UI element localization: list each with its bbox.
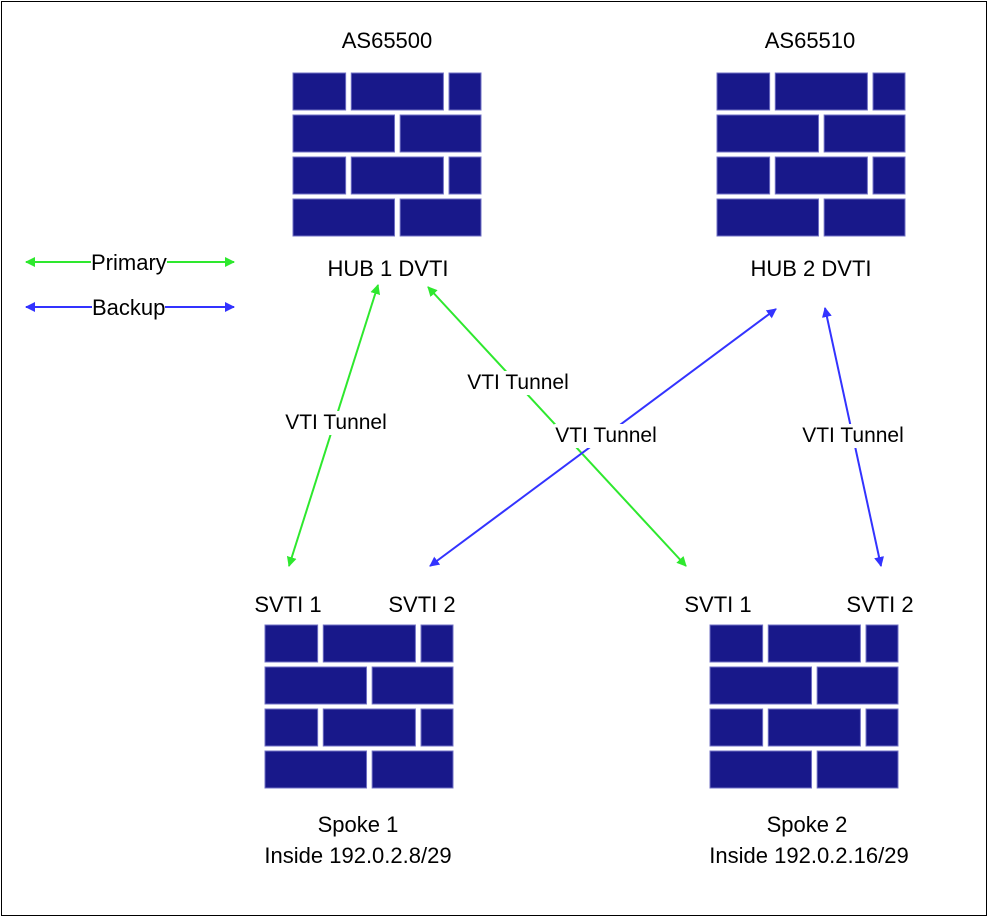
tunnel-label-hub1-spoke1: VTI Tunnel — [284, 411, 388, 436]
spoke1-name: Spoke 1 — [317, 812, 399, 837]
brick — [774, 72, 868, 111]
brick — [350, 156, 444, 195]
spoke2-subnet: Inside 192.0.2.16/29 — [709, 843, 909, 868]
brick — [292, 72, 347, 111]
brick — [448, 156, 482, 195]
legend-primary-label: Primary — [91, 250, 167, 275]
brick — [322, 624, 416, 663]
brick — [350, 72, 444, 111]
brick — [716, 72, 771, 111]
brick — [774, 156, 868, 195]
brick — [767, 624, 861, 663]
hub1-asn: AS65500 — [341, 28, 433, 53]
brick — [292, 198, 396, 237]
brick — [371, 750, 454, 789]
hub2-name: HUB 2 DVTI — [750, 256, 872, 281]
spoke2-svti2-label: SVTI 2 — [846, 592, 914, 617]
brick — [716, 198, 820, 237]
brick — [716, 114, 820, 153]
hub2-firewall-icon — [716, 72, 906, 237]
hub1-name: HUB 1 DVTI — [327, 256, 449, 281]
hub2-asn: AS65510 — [764, 28, 856, 53]
brick — [709, 624, 764, 663]
brick — [264, 624, 319, 663]
brick — [823, 198, 906, 237]
brick — [264, 708, 319, 747]
brick — [399, 114, 482, 153]
spoke2-svti1-label: SVTI 1 — [684, 592, 752, 617]
spoke2-firewall-icon — [709, 624, 899, 789]
hub1-firewall-icon — [292, 72, 482, 237]
tunnel-label-hub1-spoke2: VTI Tunnel — [466, 371, 570, 396]
brick — [709, 666, 813, 705]
brick — [399, 198, 482, 237]
brick — [420, 624, 454, 663]
tunnel-label-hub2-spoke1: VTI Tunnel — [554, 424, 658, 449]
brick — [823, 114, 906, 153]
brick — [872, 156, 906, 195]
brick — [709, 708, 764, 747]
legend-backup-label: Backup — [92, 295, 166, 320]
spoke1-subnet: Inside 192.0.2.8/29 — [264, 843, 452, 868]
tunnel-label-hub2-spoke2: VTI Tunnel — [801, 424, 905, 449]
brick — [292, 156, 347, 195]
spoke2-name: Spoke 2 — [766, 812, 848, 837]
brick — [865, 708, 899, 747]
brick — [816, 666, 899, 705]
brick — [420, 708, 454, 747]
brick — [816, 750, 899, 789]
brick — [448, 72, 482, 111]
brick — [322, 708, 416, 747]
spoke1-svti2-label: SVTI 2 — [388, 592, 456, 617]
brick — [264, 750, 368, 789]
brick — [872, 72, 906, 111]
spoke1-firewall-icon — [264, 624, 454, 789]
brick — [767, 708, 861, 747]
brick — [371, 666, 454, 705]
brick — [716, 156, 771, 195]
brick — [292, 114, 396, 153]
brick — [865, 624, 899, 663]
spoke1-svti1-label: SVTI 1 — [254, 592, 322, 617]
brick — [264, 666, 368, 705]
brick — [709, 750, 813, 789]
